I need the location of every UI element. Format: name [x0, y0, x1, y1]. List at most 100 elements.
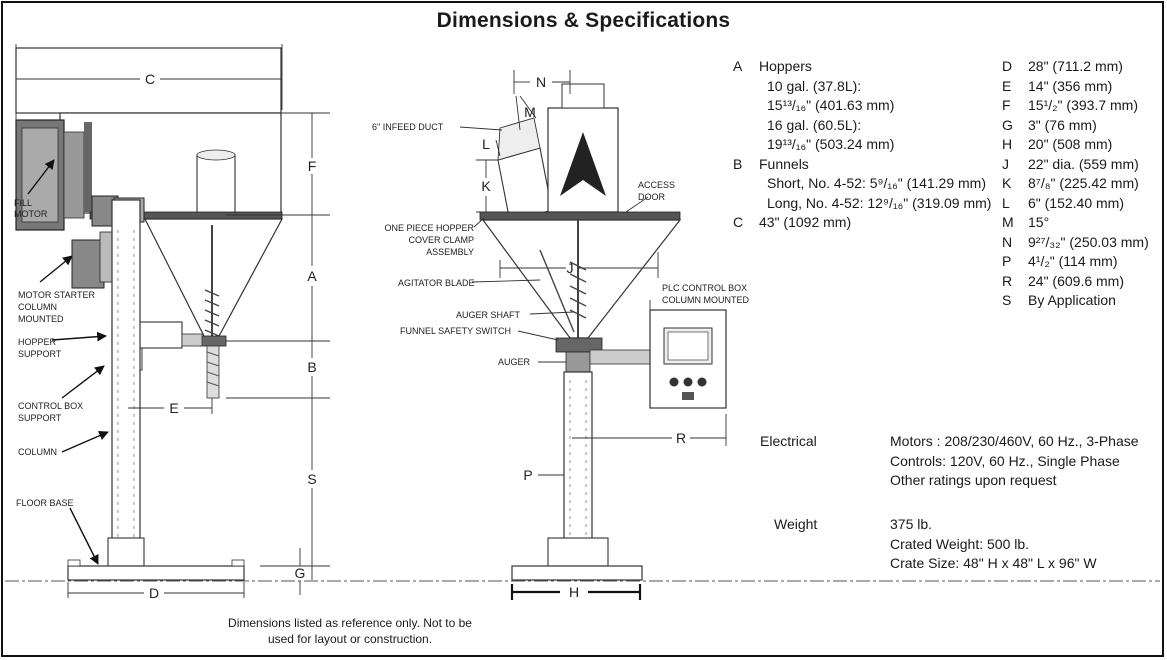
- label-column: COLUMN: [18, 447, 57, 457]
- spec-row: 16 gal. (60.5L):: [733, 116, 983, 136]
- spec-value: By Application: [1028, 292, 1116, 308]
- spec-value: 19¹³/₁₆" (503.24 mm): [767, 136, 895, 152]
- dimension-letters: C F A B E S G D N M L K J P H R: [145, 71, 686, 601]
- spec-key: A: [733, 58, 743, 74]
- weight-label: Weight: [774, 516, 818, 532]
- dim-letter-e: E: [169, 400, 178, 416]
- spec-row: F 15¹/₂" (393.7 mm): [1002, 96, 1157, 116]
- front-view-callouts: [459, 126, 651, 363]
- spec-value: 16 gal. (60.5L):: [767, 116, 862, 133]
- label-motor-starter-3: MOUNTED: [18, 314, 64, 324]
- spec-row: H 20" (508 mm): [1002, 135, 1157, 155]
- spec-value: 15¹³/₁₆" (401.63 mm): [767, 97, 895, 113]
- dim-letter-l: L: [482, 136, 490, 152]
- electrical-details: Motors : 208/230/460V, 60 Hz., 3-Phase C…: [890, 432, 1139, 491]
- spec-row: A Hoppers: [733, 57, 983, 77]
- label-hopper-support-1: HOPPER: [18, 337, 57, 347]
- side-floor-base: [67, 565, 245, 581]
- label-auger: AUGER: [498, 357, 531, 367]
- label-hopper-support-2: SUPPORT: [18, 349, 62, 359]
- label-fill-motor-1: FILL: [14, 198, 32, 208]
- dim-letter-a: A: [307, 268, 317, 284]
- motor-starter-shape: [71, 239, 105, 289]
- spec-key: S: [1002, 292, 1012, 308]
- spec-value: 28" (711.2 mm): [1028, 58, 1123, 74]
- label-infeed-duct: 6" INFEED DUCT: [372, 122, 444, 132]
- spec-key: N: [1002, 233, 1013, 250]
- side-view-callouts: [27, 159, 109, 565]
- spec-key: H: [1002, 136, 1013, 152]
- weight-line: Crate Size: 48" H x 48" L x 96" W: [890, 555, 1097, 571]
- dim-letter-b: B: [307, 359, 316, 375]
- label-auger-shaft: AUGER SHAFT: [456, 310, 521, 320]
- spec-row: N 9²⁷/₃₂" (250.03 mm): [1002, 233, 1157, 253]
- spec-key: R: [1002, 272, 1013, 289]
- spec-value: 3" (76 mm): [1028, 116, 1097, 133]
- dim-letter-s: S: [307, 471, 316, 487]
- label-motor-starter-1: MOTOR STARTER: [18, 290, 96, 300]
- label-access-door-2: DOOR: [638, 192, 666, 202]
- dim-letter-m: M: [524, 104, 536, 120]
- spec-value: 15¹/₂" (393.7 mm): [1028, 97, 1138, 113]
- spec-key: L: [1002, 194, 1010, 211]
- spec-row: Short, No. 4-52: 5⁹/₁₆" (141.29 mm): [733, 174, 986, 194]
- spec-value: 24" (609.6 mm): [1028, 272, 1125, 289]
- label-access-door-1: ACCESS: [638, 180, 675, 190]
- side-view: [15, 47, 284, 581]
- dim-letter-r: R: [676, 430, 686, 446]
- electrical-label: Electrical: [760, 433, 817, 449]
- dim-letter-h: H: [569, 584, 579, 600]
- side-view-dimensions: [15, 44, 330, 598]
- spec-value: 9²⁷/₃₂" (250.03 mm): [1028, 233, 1149, 250]
- dim-letter-f: F: [308, 158, 317, 174]
- spec-key: C: [733, 214, 744, 230]
- weight-details: 375 lb. Crated Weight: 500 lb. Crate Siz…: [890, 515, 1097, 574]
- footnote-line: Dimensions listed as reference only. Not…: [228, 616, 472, 630]
- front-view-dimensions: [476, 70, 727, 476]
- front-view: [479, 83, 727, 581]
- spec-value: Hoppers: [759, 58, 812, 74]
- weight-line: 375 lb.: [890, 516, 933, 532]
- spec-key: P: [1002, 253, 1012, 269]
- dim-letter-c: C: [145, 71, 155, 87]
- spec-row: D 28" (711.2 mm): [1002, 57, 1157, 77]
- spec-value: 14" (356 mm): [1028, 77, 1113, 94]
- spec-row: 19¹³/₁₆" (503.24 mm): [733, 135, 983, 155]
- spec-value: 15°: [1028, 214, 1050, 230]
- label-hopper-cover-3: ASSEMBLY: [426, 247, 474, 257]
- label-plc-box-2: COLUMN MOUNTED: [662, 295, 749, 305]
- label-funnel-safety-switch: FUNNEL SAFETY SWITCH: [400, 326, 511, 336]
- spec-value: 43" (1092 mm): [759, 214, 852, 230]
- label-floor-base: FLOOR BASE: [16, 498, 74, 508]
- label-control-box-support-2: SUPPORT: [18, 413, 62, 423]
- spec-value: 4¹/₂" (114 mm): [1028, 253, 1118, 269]
- spec-row: 15¹³/₁₆" (401.63 mm): [733, 96, 983, 116]
- weight-line: Crated Weight: 500 lb.: [890, 535, 1030, 552]
- spec-value: 20" (508 mm): [1028, 136, 1113, 152]
- footnote: Dimensions listed as reference only. Not…: [200, 615, 500, 647]
- spec-row: G 3" (76 mm): [1002, 116, 1157, 136]
- infeed-duct-shape: [497, 147, 553, 223]
- page-title: Dimensions & Specifications: [436, 9, 731, 32]
- spec-value: Long, No. 4-52: 12⁹/₁₆" (319.09 mm): [767, 194, 992, 211]
- spec-key: G: [1002, 116, 1013, 133]
- label-agitator-blade: AGITATOR BLADE: [398, 278, 475, 288]
- spec-value: Short, No. 4-52: 5⁹/₁₆" (141.29 mm): [767, 175, 986, 191]
- spec-key: J: [1002, 155, 1009, 172]
- spec-key: F: [1002, 97, 1011, 113]
- label-control-box-support-1: CONTROL BOX: [18, 401, 83, 411]
- label-motor-starter-2: COLUMN: [18, 302, 57, 312]
- side-cone: [144, 218, 284, 339]
- spec-key: D: [1002, 58, 1013, 74]
- dim-letter-d: D: [149, 585, 159, 601]
- dim-letter-n: N: [536, 74, 546, 90]
